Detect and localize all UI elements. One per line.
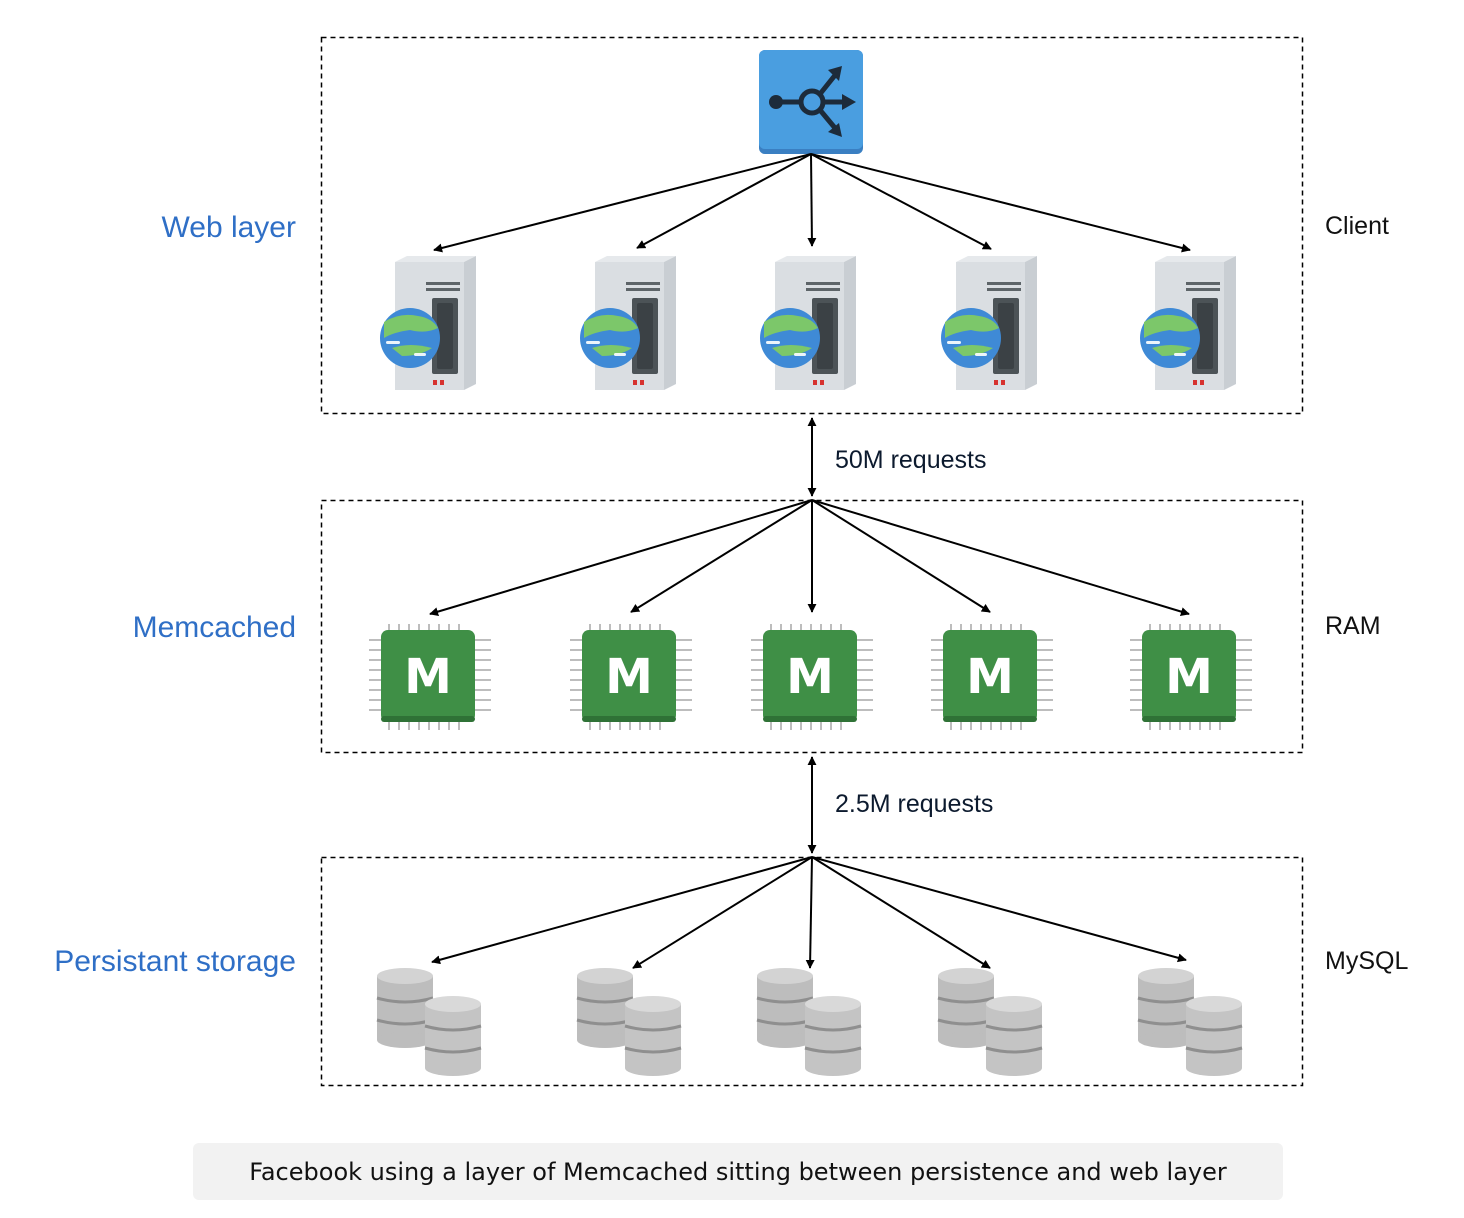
caption-text: Facebook using a layer of Memcached sitt… — [249, 1157, 1227, 1186]
memcached-chip-icon: M — [569, 623, 693, 731]
storage-fanout-arrows — [431, 856, 1187, 969]
memcached-chip-icon: M — [1129, 623, 1253, 731]
memcached-letter: M — [966, 649, 1014, 705]
memcached-letter: M — [605, 649, 653, 705]
figure-caption: Facebook using a layer of Memcached sitt… — [193, 1143, 1283, 1200]
cache-fanout-arrows — [429, 499, 1190, 616]
database-icon — [936, 966, 1044, 1078]
memcached-chip-icon: M — [750, 623, 874, 731]
memcached-chip-icon: M — [930, 623, 1054, 731]
storage-layer-label: Persistant storage — [54, 945, 296, 978]
database-icon — [755, 966, 863, 1078]
web-layer-label: Web layer — [161, 211, 296, 244]
web-server-icon — [941, 256, 1037, 390]
web-server-icon — [380, 256, 476, 390]
client-label: Client — [1325, 212, 1389, 240]
web-server-icon — [1140, 256, 1236, 390]
memcached-letter: M — [786, 649, 834, 705]
web-layer-box — [320, 36, 1304, 415]
database-icon — [575, 966, 683, 1078]
cache-storage-request-count: 2.5M requests — [835, 790, 993, 818]
web-fanout-arrows — [433, 153, 1191, 253]
database-icon — [375, 966, 483, 1078]
memcached-letter: M — [404, 649, 452, 705]
web-server-icon — [760, 256, 856, 390]
memcached-letter: M — [1165, 649, 1213, 705]
load-balancer-icon — [759, 50, 863, 154]
cache-layer-label: Memcached — [133, 611, 296, 644]
mysql-label: MySQL — [1325, 947, 1408, 975]
web-cache-request-count: 50M requests — [835, 446, 986, 474]
memcached-chip-icon: M — [368, 623, 492, 731]
database-icon — [1136, 966, 1244, 1078]
ram-label: RAM — [1325, 612, 1381, 640]
web-server-icon — [580, 256, 676, 390]
